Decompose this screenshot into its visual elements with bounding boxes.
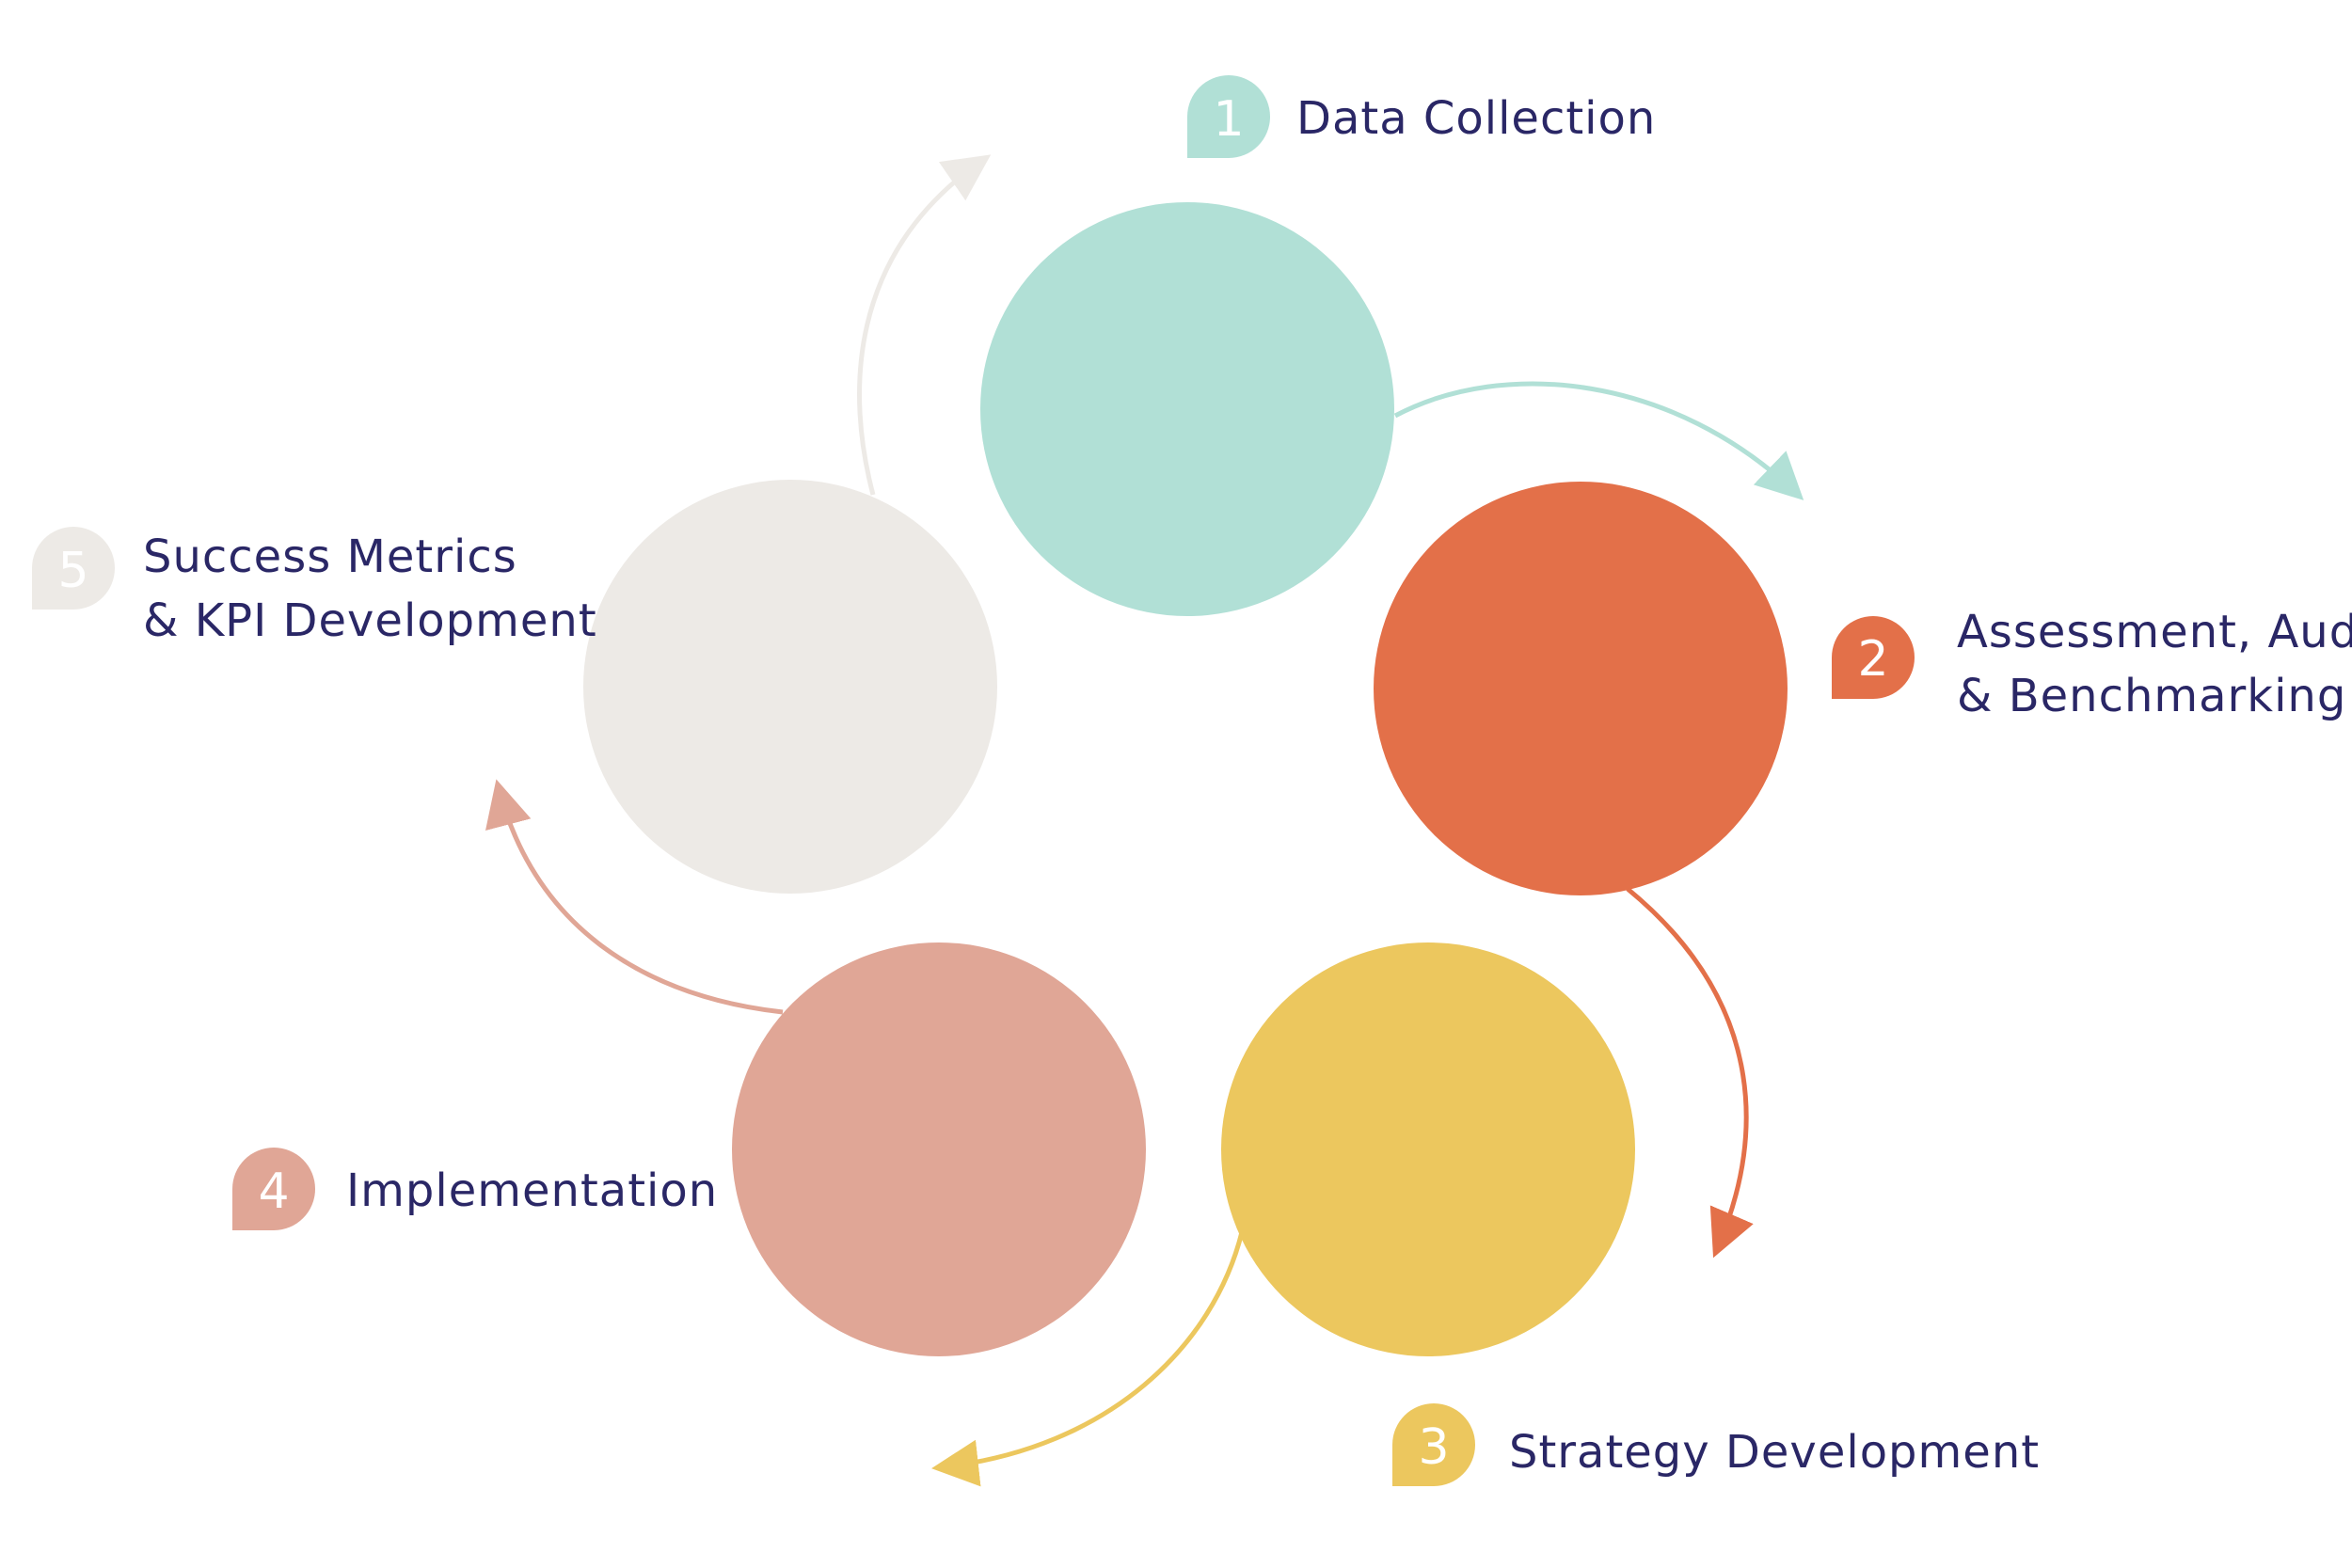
- step-label-2-line-2: & Benchmarking: [1957, 670, 2346, 722]
- arrow-1-to-2: [1393, 381, 1804, 500]
- arrow-3-to-4: [931, 1231, 1245, 1487]
- step-circle-2: [1374, 482, 1788, 895]
- step-label-4-line-1: Implementation: [346, 1164, 718, 1217]
- step-number-3: 3: [1418, 1419, 1449, 1476]
- step-number-2: 2: [1857, 631, 1888, 688]
- step-circle-4: [732, 942, 1146, 1356]
- step-label-3: Strategy Development: [1509, 1426, 2040, 1479]
- step-label-5-line-1: Success Metrics: [143, 531, 517, 583]
- step-circle-5: [583, 480, 997, 894]
- step-label-2-line-1: Assessment, Audit: [1957, 606, 2352, 658]
- step-label-1-line-1: Data Collection: [1296, 92, 1656, 145]
- step-label-5-line-2: & KPI Development: [143, 594, 597, 647]
- step-circle-3: [1221, 942, 1635, 1356]
- step-label-2: Assessment, Audit & Benchmarking: [1957, 606, 2352, 722]
- step-label-3-line-1: Strategy Development: [1509, 1426, 2040, 1479]
- step-badge-4: 4: [232, 1148, 315, 1230]
- step-badge-2: 2: [1832, 616, 1915, 699]
- step-circle-1: [980, 202, 1394, 616]
- step-label-1: Data Collection: [1296, 92, 1656, 145]
- step-number-4: 4: [258, 1164, 289, 1220]
- step-label-5: Success Metrics & KPI Development: [143, 531, 597, 647]
- step-number-5: 5: [57, 543, 88, 599]
- step-label-4: Implementation: [346, 1164, 718, 1217]
- step-badge-1: 1: [1187, 75, 1270, 158]
- step-number-1: 1: [1213, 91, 1244, 148]
- step-badge-3: 3: [1392, 1403, 1475, 1486]
- arrow-4-to-5: [485, 779, 784, 1015]
- step-badge-5: 5: [32, 527, 115, 610]
- arrow-2-to-3: [1626, 887, 1754, 1259]
- arrow-5-to-1: [857, 154, 992, 496]
